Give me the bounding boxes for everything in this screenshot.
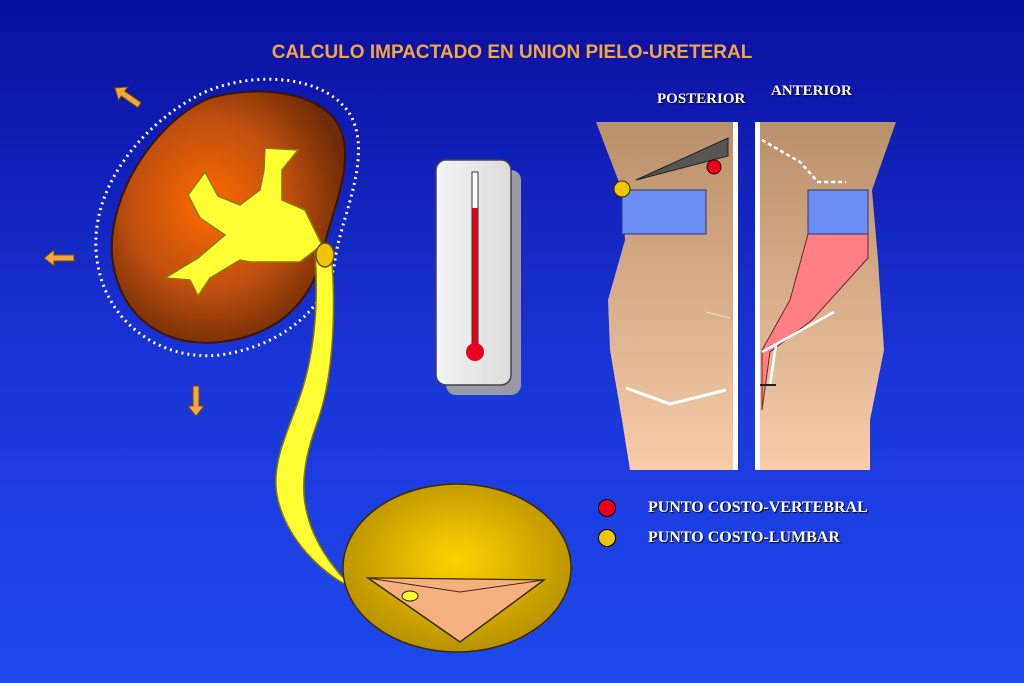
bladder — [342, 483, 572, 653]
posterior-label: POSTERIOR — [657, 91, 746, 107]
legend-item-costo-lumbar: PUNTO COSTO-LUMBAR — [598, 529, 840, 547]
ureter — [275, 250, 353, 589]
thermometer-icon — [435, 159, 521, 395]
yellow-dot-icon — [598, 529, 616, 547]
page-title: CALCULO IMPACTADO EN UNION PIELO-URETERA… — [271, 42, 753, 63]
arrow-down-icon — [186, 385, 206, 417]
legend-label: PUNTO COSTO-LUMBAR — [648, 529, 840, 546]
impacted-stone — [315, 242, 335, 268]
torso-divider-left — [733, 122, 738, 470]
red-dot-icon — [598, 499, 616, 517]
arrow-up-left-icon — [114, 86, 142, 109]
torso-anterior — [755, 122, 896, 470]
legend-label: PUNTO COSTO-VERTEBRAL — [648, 499, 868, 516]
legend-item-costo-vertebral: PUNTO COSTO-VERTEBRAL — [598, 499, 868, 517]
anterior-label: ANTERIOR — [771, 83, 852, 99]
arrow-left-icon — [43, 248, 75, 268]
renal-pelvis — [162, 147, 323, 298]
torso-posterior — [596, 122, 733, 470]
